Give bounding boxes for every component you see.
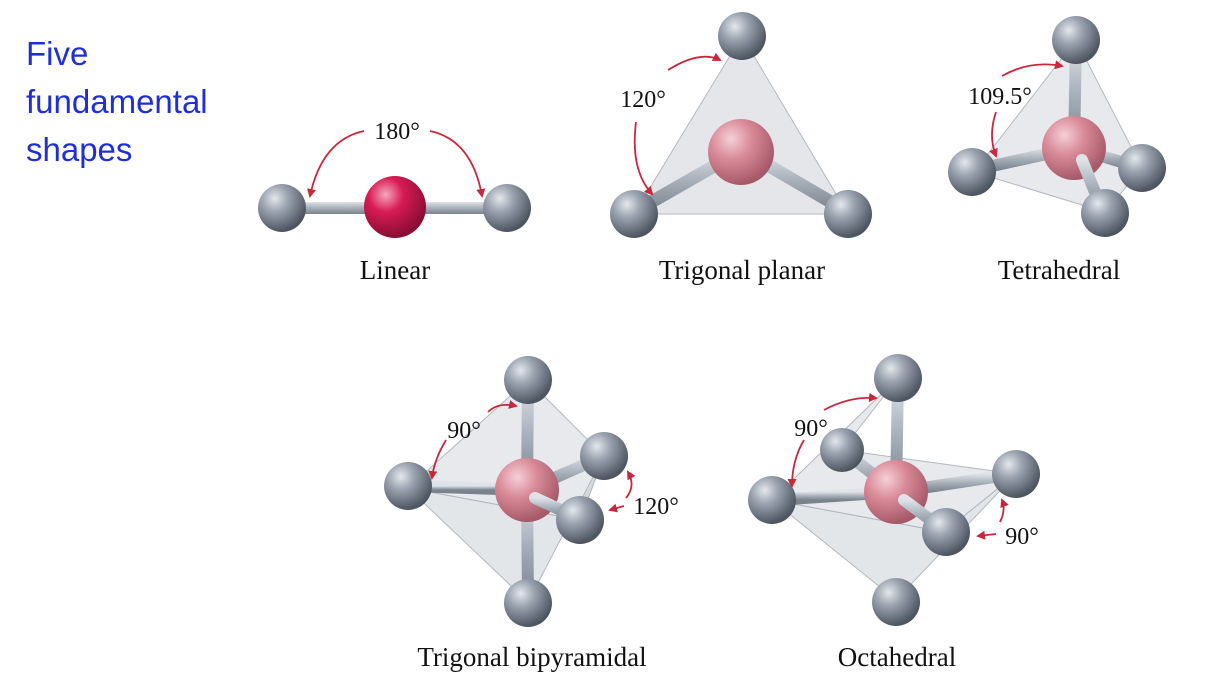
title-line-3: shapes	[26, 131, 133, 168]
angle-arrow-right-upper	[999, 498, 1009, 523]
outer-atom	[874, 354, 922, 402]
outer-atom	[948, 148, 996, 196]
central-atom	[708, 119, 774, 185]
outer-atom	[748, 476, 796, 524]
outer-atom	[1052, 16, 1100, 64]
outer-atom	[504, 356, 552, 404]
central-atom	[364, 176, 426, 238]
angle-arrow-right	[429, 130, 486, 198]
outer-atom	[556, 496, 604, 544]
angle-arrow-left	[989, 111, 998, 158]
angle-arrow-left	[428, 439, 447, 480]
angle-label-180: 180°	[374, 119, 420, 145]
outer-atom	[718, 12, 766, 60]
outer-atom	[824, 190, 872, 238]
outer-atom	[1118, 144, 1166, 192]
outer-atom	[504, 579, 552, 627]
angle-label-120: 120°	[620, 87, 666, 113]
outer-atom	[922, 508, 970, 556]
angle-arrow-right-upper	[625, 470, 636, 499]
shape-octahedral: 90° 90° Octahedral	[748, 354, 1040, 672]
shape-linear: 180° Linear	[258, 119, 531, 285]
angle-arrow-left	[787, 439, 805, 488]
title-line-1: Five	[26, 35, 89, 72]
slide-title: Five fundamental shapes	[26, 30, 256, 174]
shape-name-trigonal-bipyramidal: Trigonal bipyramidal	[417, 642, 646, 672]
angle-arrow-right-lower	[976, 530, 997, 540]
shape-name-octahedral: Octahedral	[838, 642, 956, 672]
central-atom	[1042, 116, 1106, 180]
central-atom	[495, 458, 559, 522]
outer-atom	[992, 450, 1040, 498]
angle-arrow-top	[1001, 60, 1064, 77]
shape-name-trigonal-planar: Trigonal planar	[659, 255, 825, 285]
outer-atom	[820, 428, 864, 472]
outer-atom	[580, 432, 628, 480]
angle-arrow-top	[667, 52, 722, 71]
angle-label-90: 90°	[447, 418, 481, 444]
shape-name-tetrahedral: Tetrahedral	[998, 255, 1121, 285]
shape-name-linear: Linear	[360, 255, 430, 285]
angle-label-90-right: 90°	[1005, 524, 1039, 550]
angle-arrow-top	[487, 400, 518, 413]
shape-trigonal-bipyramidal: 90° 120° Trigonal bipyramidal	[384, 356, 679, 672]
outer-atom	[384, 462, 432, 510]
angle-label-120: 120°	[633, 494, 679, 520]
outer-atom	[1081, 189, 1129, 237]
outer-atom	[483, 184, 531, 232]
shape-trigonal-planar: 120° Trigonal planar	[610, 12, 872, 285]
title-line-2: fundamental	[26, 83, 208, 120]
outer-atom	[258, 184, 306, 232]
angle-label-109: 109.5°	[968, 84, 1032, 110]
angle-arrow-right-lower	[608, 503, 625, 513]
angle-arrow-left	[307, 130, 365, 198]
angle-label-90-top: 90°	[794, 416, 828, 442]
outer-atom	[872, 578, 920, 626]
angle-arrow-top	[823, 392, 878, 411]
shape-tetrahedral: 109.5° Tetrahedral	[948, 16, 1166, 285]
outer-atom	[610, 190, 658, 238]
angle-arrow-left	[633, 121, 654, 196]
